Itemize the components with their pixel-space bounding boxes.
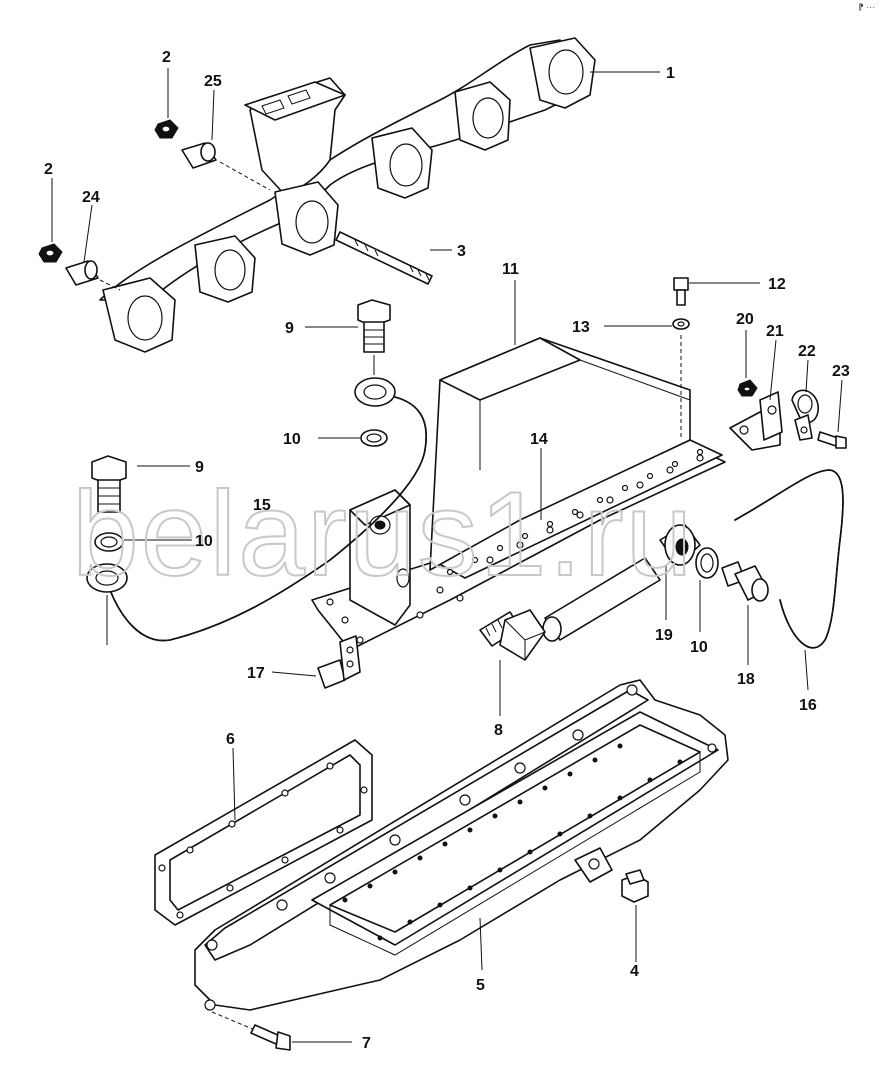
label-17: 17 (247, 665, 265, 682)
label-22: 22 (798, 343, 816, 360)
label-9-upper: 9 (285, 320, 294, 337)
label-21: 21 (766, 323, 784, 340)
banjo-bolt-upper (357, 299, 391, 375)
label-5: 5 (476, 977, 485, 994)
label-13: 13 (572, 319, 590, 336)
elbow-fitting-8 (479, 609, 546, 661)
union-19 (659, 524, 701, 566)
cooler-housing (311, 337, 726, 651)
drain-plug-4 (621, 869, 649, 903)
hose-16 (734, 469, 844, 649)
label-10-lower: 10 (195, 533, 213, 550)
washer-upper (360, 429, 388, 447)
nut-and-spacer-upper (154, 119, 271, 191)
label-23: 23 (832, 363, 850, 380)
bolt-23 (817, 431, 847, 449)
bolt-12 (673, 277, 689, 440)
watermark: belarus1.ru (72, 467, 694, 601)
label-18: 18 (737, 671, 755, 688)
label-3: 3 (457, 243, 466, 260)
label-7: 7 (362, 1035, 371, 1052)
label-4: 4 (630, 963, 639, 980)
label-16: 16 (799, 697, 817, 714)
label-1: 1 (666, 65, 675, 82)
gasket-6 (154, 739, 373, 926)
label-10-right: 10 (690, 639, 708, 656)
label-11: 11 (502, 261, 519, 278)
label-14: 14 (530, 431, 548, 448)
bolt-7 (211, 1011, 291, 1051)
stud-bolt (335, 231, 433, 285)
corner-mark: ⁋ ··· (858, 2, 875, 12)
label-9-lower: 9 (195, 459, 204, 476)
bracket-21 (729, 391, 783, 451)
label-24: 24 (82, 189, 100, 206)
label-6: 6 (226, 731, 235, 748)
label-20: 20 (736, 311, 754, 328)
label-10-upper: 10 (283, 431, 301, 448)
callout-labels: 1 2 25 2 24 3 11 12 13 9 10 9 10 15 14 2… (44, 49, 850, 1052)
label-12: 12 (768, 276, 786, 293)
label-15: 15 (253, 497, 271, 514)
nut-and-spacer-lower (38, 243, 121, 291)
clamp-22 (791, 389, 819, 441)
washer-18-19 (695, 547, 719, 579)
tube (542, 557, 661, 642)
pan-bosses (204, 684, 717, 1011)
flange-holes (326, 448, 704, 644)
leader-lines (51, 68, 843, 1043)
washer-lower (94, 532, 124, 552)
label-2-upper: 2 (162, 49, 171, 66)
banjo-bolt-lower (91, 455, 127, 513)
washer-13 (672, 318, 690, 330)
exhaust-manifold (99, 37, 596, 353)
oil-pan-5 (194, 679, 729, 1011)
label-2-lower: 2 (44, 161, 53, 178)
label-25: 25 (204, 73, 222, 90)
nut-20 (737, 379, 758, 397)
oil-pipe (86, 377, 427, 645)
label-8: 8 (494, 722, 503, 739)
fitting-18 (721, 561, 769, 602)
label-19: 19 (655, 627, 673, 644)
bracket-17 (317, 635, 361, 689)
pan-flange-holes (342, 743, 683, 941)
